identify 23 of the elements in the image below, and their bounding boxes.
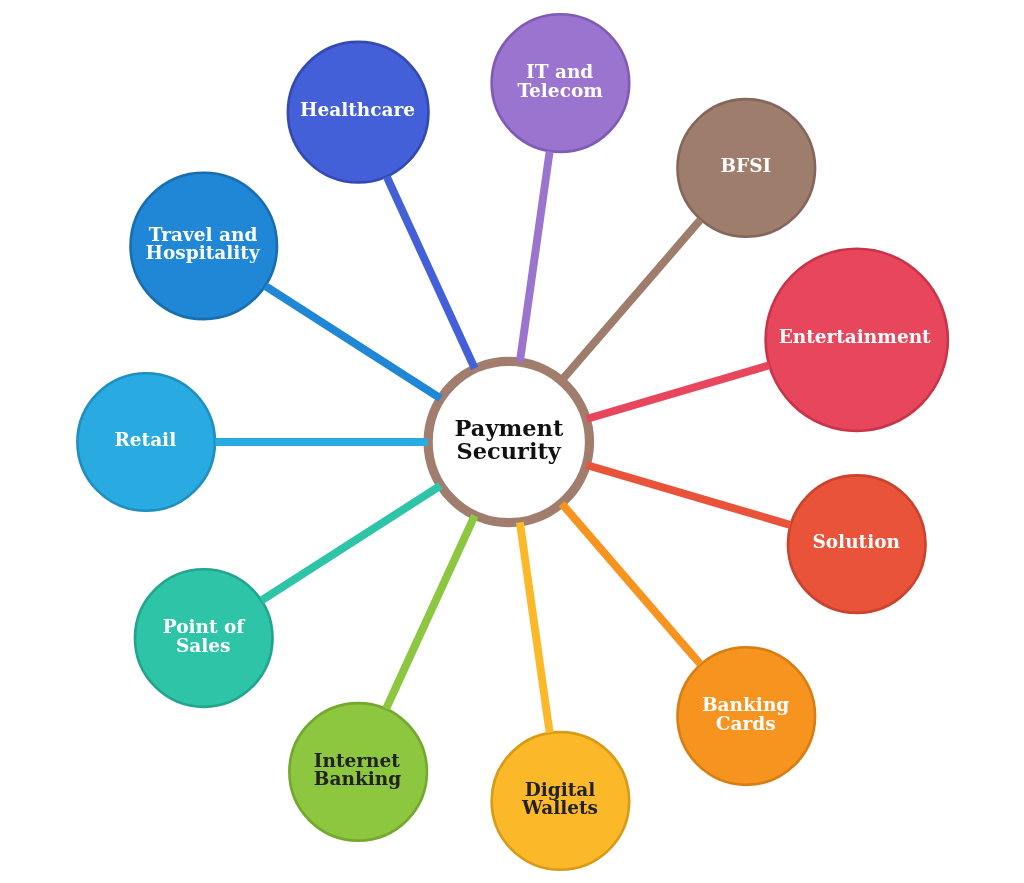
node-circle: IT and Telecom: [489, 12, 630, 153]
connector: [214, 437, 428, 446]
node-circle: Point of Sales: [133, 567, 274, 708]
connector: [515, 150, 554, 362]
node-circle: Banking Cards: [675, 645, 816, 786]
connector: [382, 513, 478, 710]
node-circle: Payment Security: [423, 356, 594, 527]
node-circle: Solution: [786, 473, 927, 614]
node-circle: Entertainment: [763, 246, 949, 432]
node-circle: Internet Banking: [287, 701, 428, 842]
connector: [584, 460, 792, 529]
connector: [262, 282, 443, 402]
connector: [258, 481, 443, 604]
connector: [558, 500, 703, 667]
connector: [382, 174, 478, 370]
node-circle: Retail: [75, 371, 216, 512]
node-circle: Travel and Hospitality: [128, 170, 278, 320]
node-circle: BFSI: [675, 97, 816, 238]
node-circle: Healthcare: [286, 40, 430, 184]
connector: [584, 360, 770, 423]
connector: [515, 521, 554, 733]
connector: [558, 216, 703, 383]
node-circle: Digital Wallets: [489, 730, 630, 871]
